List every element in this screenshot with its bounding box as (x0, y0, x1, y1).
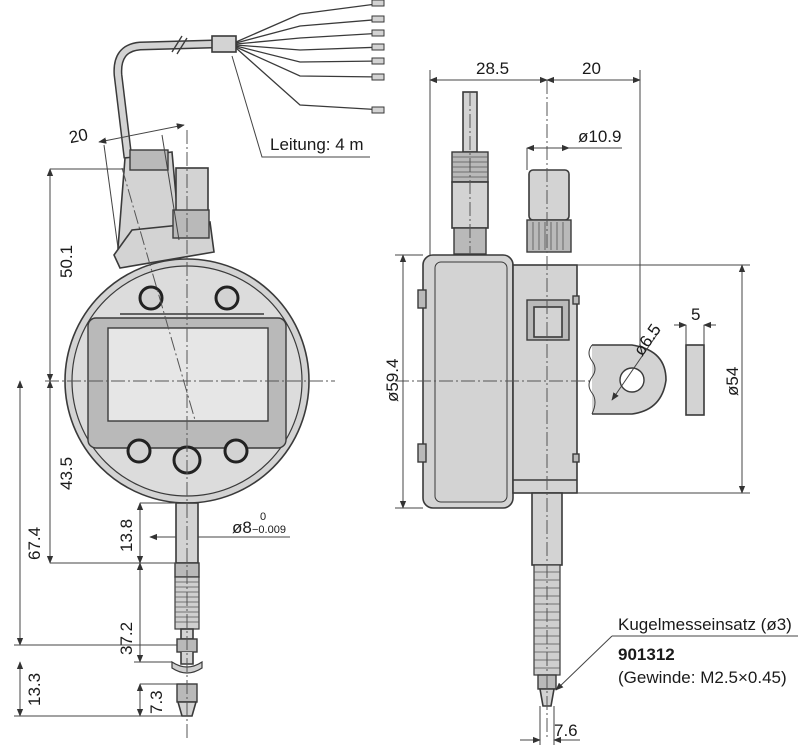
dim-offset-right: 20 (582, 59, 601, 78)
side-view: 28.5 20 ø10.9 ø59.4 ø54 ø6.5 5 (383, 59, 798, 745)
dim-total-height: 67.4 (25, 527, 44, 560)
connector-plug (113, 149, 215, 269)
button-top-right (214, 285, 240, 311)
dim-cap-diameter: ø10.9 (578, 127, 621, 146)
svg-text:ø8: ø8 (232, 518, 252, 537)
dim-tip: 7.3 (147, 690, 166, 714)
svg-text:20: 20 (67, 125, 89, 147)
cable-leader (231, 55, 370, 158)
dim-connector-width: 20 (67, 123, 185, 249)
dim-lower-half: 43.5 (57, 457, 76, 490)
svg-text:0: 0 (260, 511, 266, 523)
dim-tip-width: 7.6 (554, 721, 578, 740)
side-back (512, 264, 578, 494)
mounting-lug: ø6.5 5 (588, 305, 716, 416)
dim-body-diameter: ø59.4 (383, 359, 402, 402)
dim-spindle-length: 37.2 (117, 622, 136, 655)
button-top-left (138, 285, 164, 311)
dim-offset-left: 28.5 (476, 59, 509, 78)
svg-text:−0.009: −0.009 (252, 524, 286, 536)
button-bottom-right (223, 438, 249, 464)
lcd-display (107, 327, 269, 422)
front-view: Leitung: 4 m (14, 0, 385, 740)
button-bottom-left (126, 438, 152, 464)
dim-stem-length: 13.8 (117, 519, 136, 552)
dim-tip-total: 13.3 (25, 673, 44, 706)
dim-lug-thickness: 5 (691, 305, 700, 324)
cable (113, 0, 385, 159)
contact-point-callout: Kugelmesseinsatz (ø3) 901312 (Gewinde: M… (555, 615, 798, 691)
contact-point-part-number: 901312 (618, 645, 675, 664)
contact-point-name: Kugelmesseinsatz (ø3) (618, 615, 792, 634)
cable-label: Leitung: 4 m (270, 135, 364, 154)
dim-lug-height: ø54 (723, 367, 742, 396)
contact-point-thread: (Gewinde: M2.5×0.45) (618, 668, 787, 687)
dim-connector-height: 50.1 (57, 245, 76, 278)
dim-stem-diameter: ø8 0 −0.009 (149, 511, 290, 541)
cable-wires (235, 2, 385, 111)
